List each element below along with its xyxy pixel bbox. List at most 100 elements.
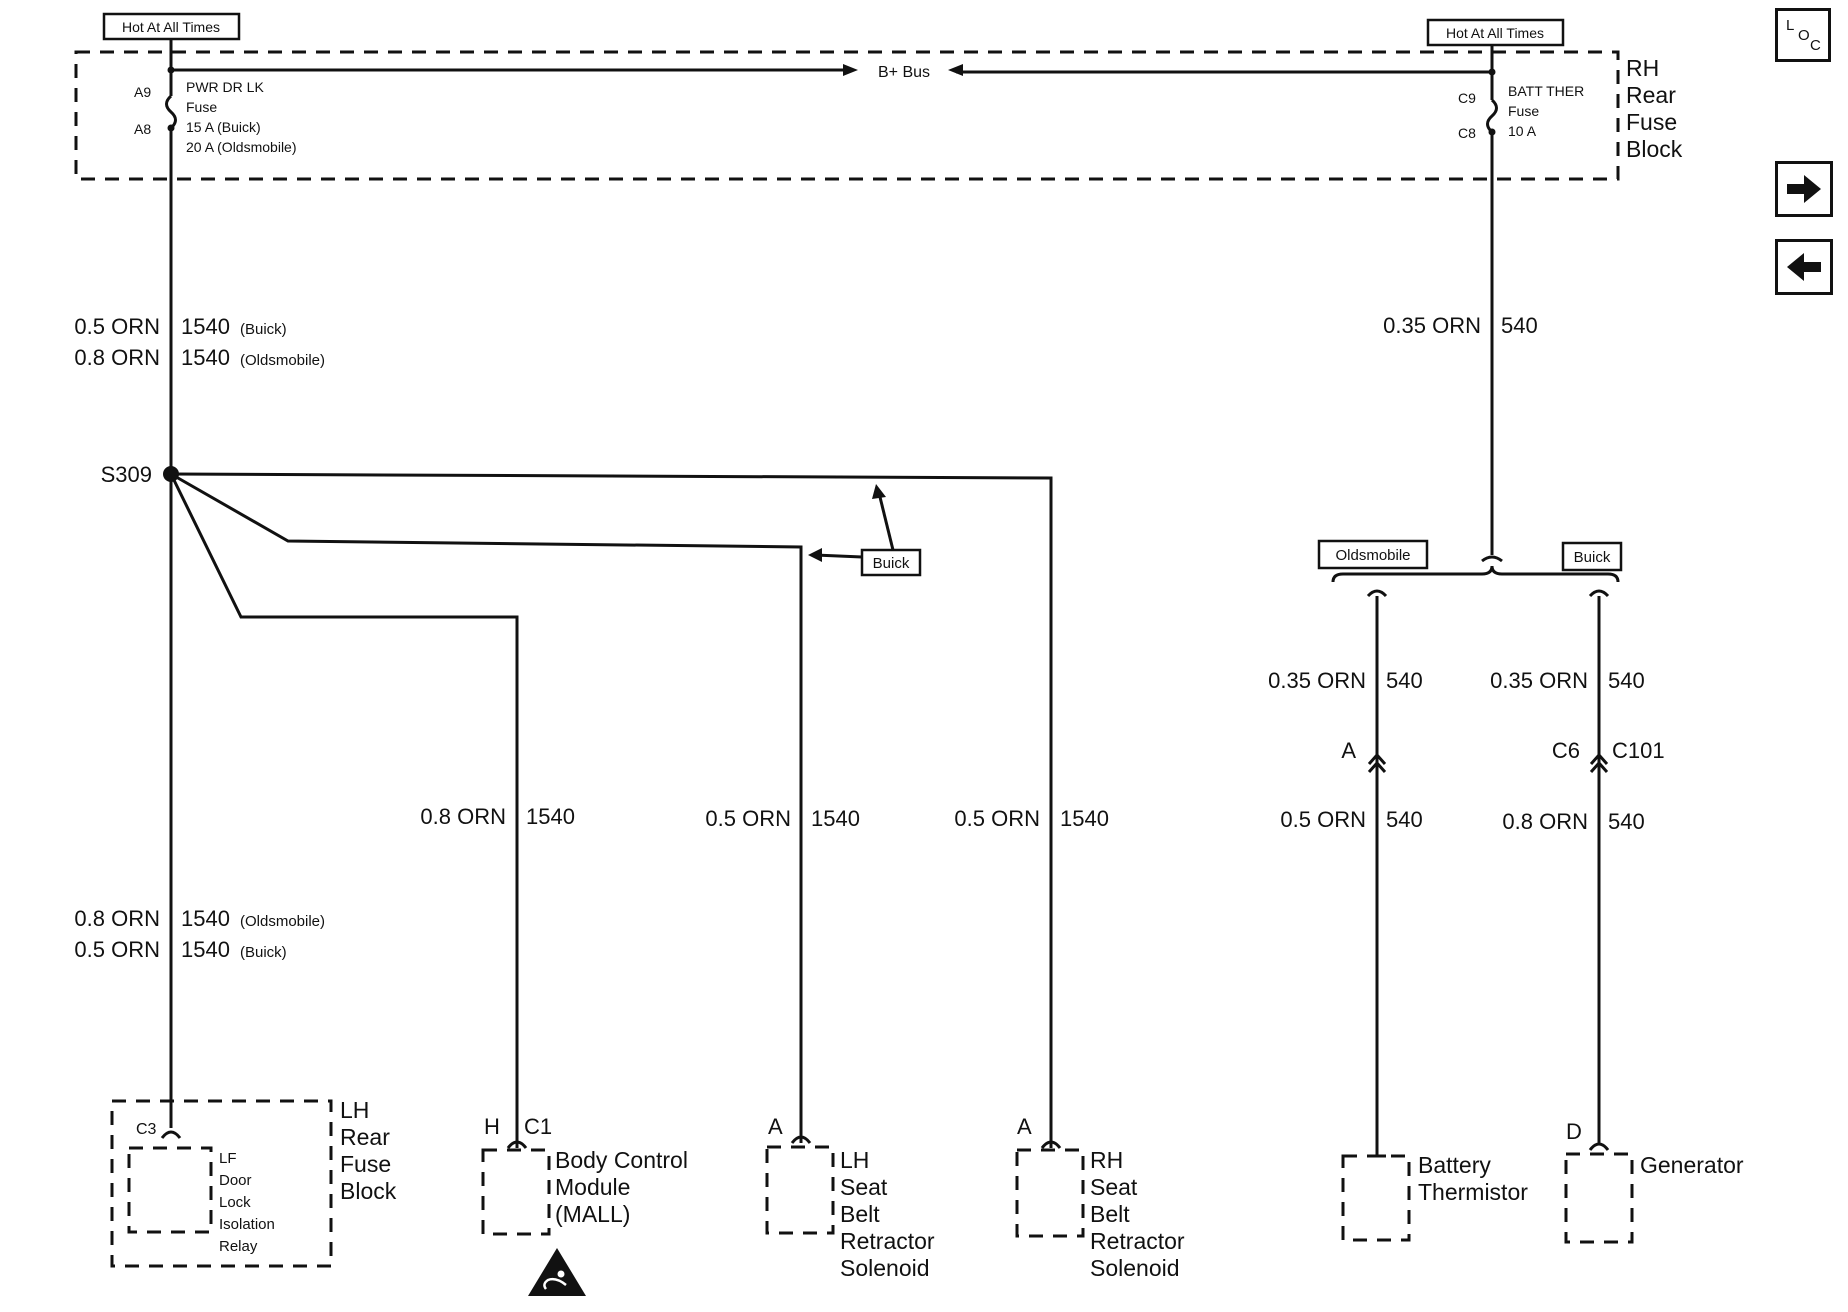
svg-text:0.8 ORN: 0.8 ORN xyxy=(420,804,506,829)
right-fuse-label-line: Fuse xyxy=(1508,103,1539,119)
loc-icon: L O C xyxy=(1786,17,1821,54)
wire-label-buick-lower: 0.8 ORN 540 xyxy=(1502,809,1644,834)
connector-c1 xyxy=(506,1140,528,1149)
right-fuse-label-line: BATT THER xyxy=(1508,83,1584,99)
next-page-button[interactable] xyxy=(1775,161,1833,217)
hot-at-all-times-tag-right: Hot At All Times xyxy=(1426,18,1565,47)
previous-page-button[interactable] xyxy=(1775,239,1833,295)
splice-s309-label: S309 xyxy=(101,462,152,487)
svg-text:0.35 ORN: 0.35 ORN xyxy=(1383,313,1481,338)
svg-text:540: 540 xyxy=(1608,668,1645,693)
svg-text:540: 540 xyxy=(1501,313,1538,338)
battery-thermistor-label: Battery Thermistor xyxy=(1418,1152,1528,1205)
svg-text:Buick: Buick xyxy=(873,555,910,572)
connector-rh-seat xyxy=(1040,1140,1062,1149)
bcm-label: Body Control Module (MALL) xyxy=(555,1147,688,1227)
svg-text:Fuse: Fuse xyxy=(340,1151,391,1177)
buick-tag-right: Buick xyxy=(1561,541,1623,572)
svg-text:LF: LF xyxy=(219,1150,237,1167)
rh-fuse-block-label-line: RH xyxy=(1626,55,1659,81)
wire-bcm-1540 xyxy=(169,473,519,1148)
option-brace xyxy=(1331,565,1620,583)
olds-connector-top xyxy=(1366,589,1388,598)
svg-text:Retractor: Retractor xyxy=(840,1228,935,1254)
svg-text:1540: 1540 xyxy=(181,345,230,370)
wire-label-bcm: 0.8 ORN 1540 xyxy=(420,804,575,829)
batt-ther-fuse xyxy=(1486,68,1498,136)
bcm-outline xyxy=(481,1148,551,1236)
connector-c1-label: C1 xyxy=(524,1114,552,1139)
pin-h: H xyxy=(484,1114,500,1139)
buick-callout-leader xyxy=(814,553,863,559)
svg-text:Block: Block xyxy=(340,1178,397,1204)
svg-text:540: 540 xyxy=(1386,807,1423,832)
svg-text:(Oldsmobile): (Oldsmobile) xyxy=(240,352,325,369)
arrow-right-icon xyxy=(1787,175,1821,203)
wire-label-lh-seat: 0.5 ORN 1540 xyxy=(705,806,860,831)
lh-fuse-block-outline xyxy=(110,1099,333,1268)
svg-text:1540: 1540 xyxy=(1060,806,1109,831)
svg-text:Solenoid: Solenoid xyxy=(840,1255,930,1281)
svg-text:Relay: Relay xyxy=(219,1238,258,1255)
svg-text:Lock: Lock xyxy=(219,1194,251,1211)
lf-door-lock-relay-outline xyxy=(127,1146,213,1234)
svg-text:Isolation: Isolation xyxy=(219,1216,275,1233)
left-fuse-label-line: 15 A (Buick) xyxy=(186,119,261,135)
left-fuse-label-line: 20 A (Oldsmobile) xyxy=(186,139,297,155)
svg-text:0.35 ORN: 0.35 ORN xyxy=(1490,668,1588,693)
loc-button[interactable]: L O C xyxy=(1775,8,1831,62)
wire-label-main-top: 0.5 ORN 1540 (Buick) 0.8 ORN 1540 (Oldsm… xyxy=(74,314,325,370)
bus-arrow-right-icon xyxy=(843,64,858,76)
option-connector-top xyxy=(1481,555,1503,563)
svg-text:Body Control: Body Control xyxy=(555,1147,688,1173)
wire-label-main-bottom: 0.8 ORN 1540 (Oldsmobile) 0.5 ORN 1540 (… xyxy=(74,906,325,962)
svg-text:Rear: Rear xyxy=(340,1124,390,1150)
rh-seat-solenoid-outline xyxy=(1015,1148,1085,1238)
lh-seat-solenoid-outline xyxy=(765,1145,835,1235)
svg-text:1540: 1540 xyxy=(811,806,860,831)
buick-inline-connector xyxy=(1589,752,1609,773)
svg-text:(Buick): (Buick) xyxy=(240,321,287,338)
b-plus-bus-label: B+ Bus xyxy=(878,64,930,81)
connector-lh-seat xyxy=(790,1135,812,1144)
left-fuse-label-line: PWR DR LK xyxy=(186,79,264,95)
svg-text:0.8 ORN: 0.8 ORN xyxy=(1502,809,1588,834)
svg-text:Retractor: Retractor xyxy=(1090,1228,1185,1254)
svg-text:Belt: Belt xyxy=(1090,1201,1130,1227)
callout-arrow-left-icon xyxy=(808,548,822,562)
connector-c101-label: C101 xyxy=(1612,738,1665,763)
svg-text:1540: 1540 xyxy=(181,937,230,962)
svg-text:1540: 1540 xyxy=(181,314,230,339)
svg-text:(MALL): (MALL) xyxy=(555,1201,630,1227)
svg-text:540: 540 xyxy=(1386,668,1423,693)
svg-text:1540: 1540 xyxy=(526,804,575,829)
battery-thermistor-outline xyxy=(1341,1154,1411,1242)
pwr-dr-lk-fuse xyxy=(165,66,177,132)
svg-text:C: C xyxy=(1810,37,1821,54)
buick-pin-c6: C6 xyxy=(1552,738,1580,763)
svg-text:Module: Module xyxy=(555,1174,630,1200)
generator-label: Generator xyxy=(1640,1152,1744,1178)
svg-text:0.8 ORN: 0.8 ORN xyxy=(74,345,160,370)
svg-text:LH: LH xyxy=(340,1097,369,1123)
rh-seat-solenoid-label: RH Seat Belt Retractor Solenoid xyxy=(1090,1147,1185,1281)
wire-lh-seat-1540 xyxy=(170,472,803,1143)
buick-connector-top xyxy=(1588,589,1610,598)
svg-text:Hot At All Times: Hot At All Times xyxy=(122,19,220,35)
pin-lh-seat-a: A xyxy=(768,1114,783,1139)
rh-fuse-block-label: RH Rear Fuse Block xyxy=(1626,55,1683,162)
svg-text:RH: RH xyxy=(1090,1147,1123,1173)
lh-fuse-block-label: LH Rear Fuse Block xyxy=(340,1097,397,1204)
svg-text:Hot At All Times: Hot At All Times xyxy=(1446,25,1544,41)
olds-pin-a: A xyxy=(1341,738,1356,763)
svg-text:Door: Door xyxy=(219,1172,252,1189)
connector-c3 xyxy=(160,1130,182,1139)
left-fuse-label-line: Fuse xyxy=(186,99,217,115)
svg-text:0.5 ORN: 0.5 ORN xyxy=(74,937,160,962)
wire-label-olds-upper: 0.35 ORN 540 xyxy=(1268,668,1423,693)
svg-text:0.5 ORN: 0.5 ORN xyxy=(74,314,160,339)
oldsmobile-tag: Oldsmobile xyxy=(1317,539,1429,570)
olds-inline-connector xyxy=(1367,752,1387,773)
rh-fuse-block-label-line: Block xyxy=(1626,136,1683,162)
svg-text:Battery: Battery xyxy=(1418,1152,1491,1178)
